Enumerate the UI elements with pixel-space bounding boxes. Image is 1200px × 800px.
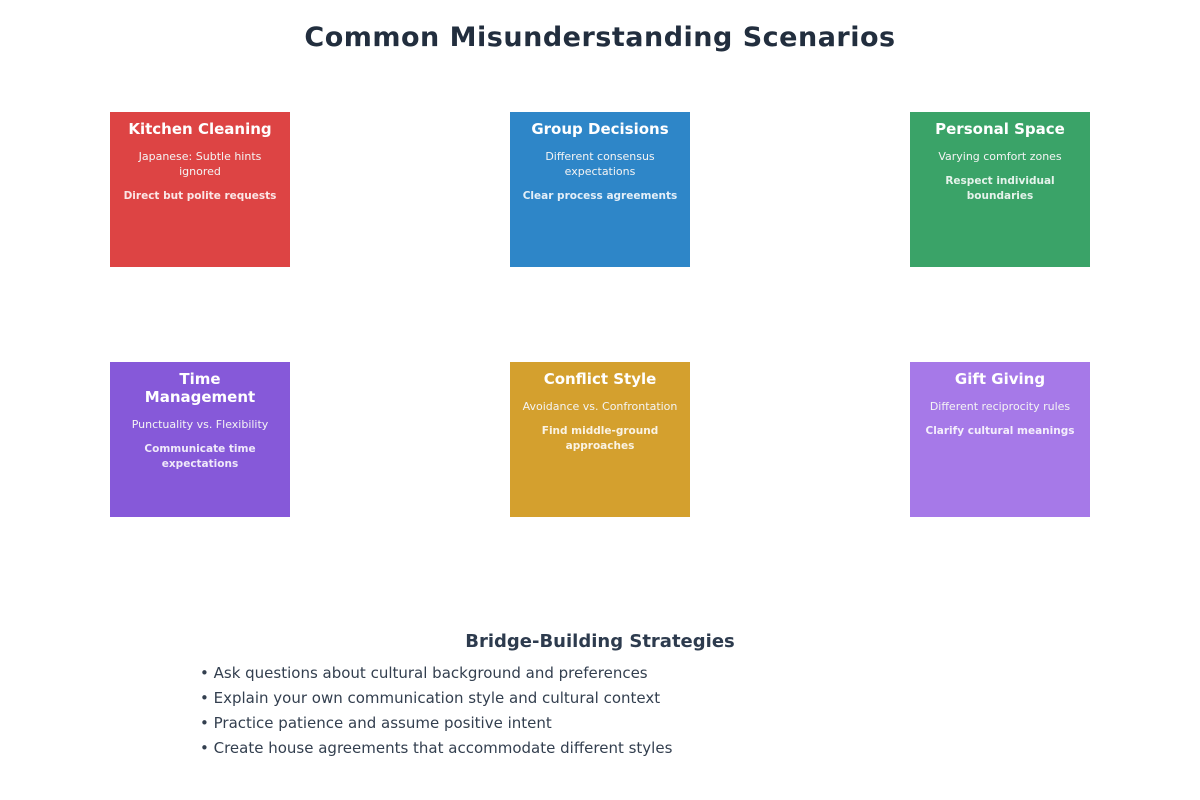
- cards-row-2: Time Management Punctuality vs. Flexibil…: [0, 362, 1200, 517]
- card-subtitle: Different consensus expectations: [545, 150, 655, 178]
- card-title: Group Decisions: [531, 120, 669, 138]
- scenario-card-kitchen-cleaning: Kitchen Cleaning Japanese: Subtle hints …: [110, 112, 290, 267]
- card-title: Kitchen Cleaning: [128, 120, 272, 138]
- scenario-card-time-management: Time Management Punctuality vs. Flexibil…: [110, 362, 290, 517]
- card-strategy: Communicate time expectations: [144, 443, 256, 470]
- card-title: Conflict Style: [543, 370, 657, 388]
- card-strategy: Respect individual boundaries: [945, 175, 1055, 202]
- card-subtitle: Japanese: Subtle hints ignored: [138, 150, 262, 178]
- card-subtitle: Avoidance vs. Confrontation: [522, 400, 678, 413]
- page-title: Common Misunderstanding Scenarios: [304, 22, 896, 53]
- scenario-card-personal-space: Personal Space Varying comfort zones Res…: [910, 112, 1090, 267]
- card-subtitle: Different reciprocity rules: [929, 400, 1071, 413]
- strategy-bullet-item: • Practice patience and assume positive …: [200, 714, 552, 732]
- scenario-card-conflict-style: Conflict Style Avoidance vs. Confrontati…: [510, 362, 690, 517]
- scenario-card-group-decisions: Group Decisions Different consensus expe…: [510, 112, 690, 267]
- card-strategy: Direct but polite requests: [123, 190, 277, 202]
- cards-row-1: Kitchen Cleaning Japanese: Subtle hints …: [0, 112, 1200, 267]
- card-title: Time Management: [144, 370, 256, 406]
- card-strategy: Clear process agreements: [522, 190, 678, 202]
- strategy-bullet-item: • Ask questions about cultural backgroun…: [200, 664, 648, 682]
- scenario-card-gift-giving: Gift Giving Different reciprocity rules …: [910, 362, 1090, 517]
- strategy-bullet-item: • Create house agreements that accommoda…: [200, 739, 673, 757]
- card-subtitle: Varying comfort zones: [938, 150, 1062, 163]
- card-subtitle: Punctuality vs. Flexibility: [131, 418, 269, 431]
- card-title: Gift Giving: [954, 370, 1046, 388]
- strategies-bullet-list: • Ask questions about cultural backgroun…: [200, 661, 960, 761]
- strategy-bullet-item: • Explain your own communication style a…: [200, 689, 661, 707]
- strategies-section-title: Bridge-Building Strategies: [465, 631, 735, 652]
- card-title: Personal Space: [935, 120, 1065, 138]
- card-strategy: Clarify cultural meanings: [925, 425, 1075, 437]
- card-strategy: Find middle-ground approaches: [541, 425, 659, 452]
